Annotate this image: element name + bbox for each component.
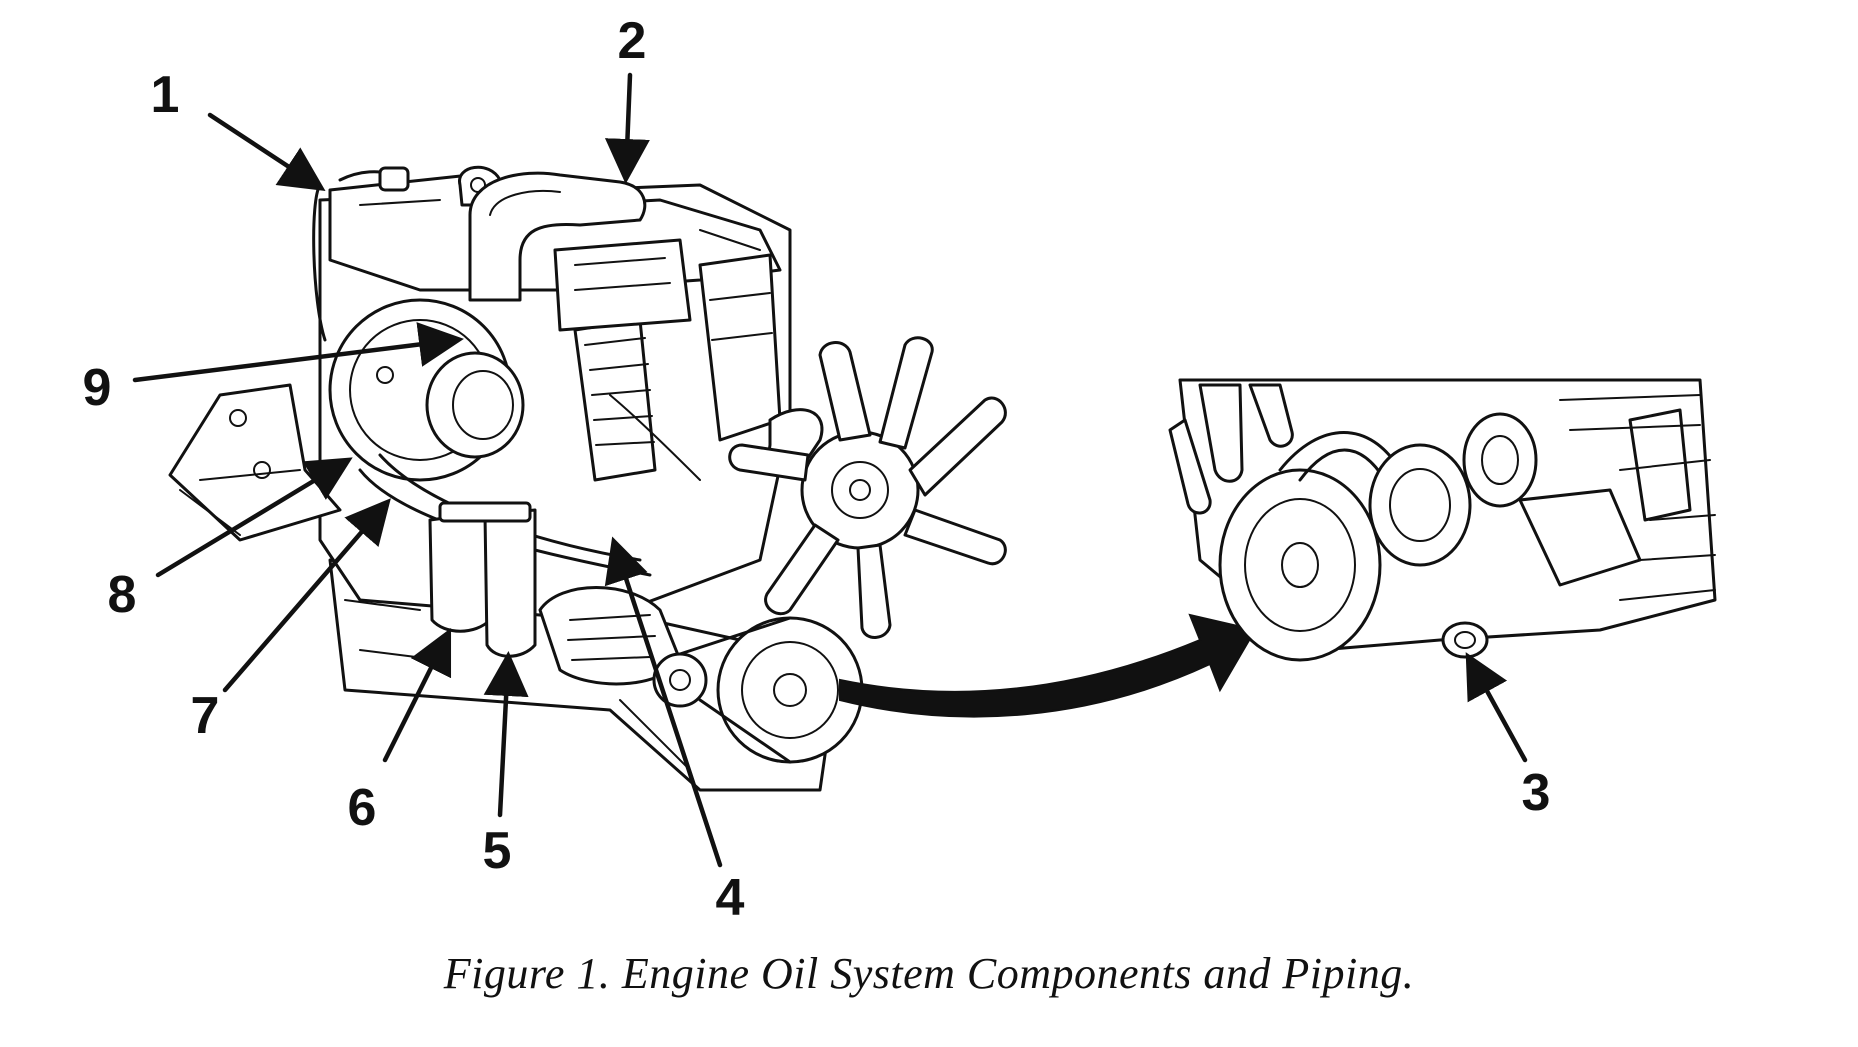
callout-2: 2: [618, 12, 647, 70]
leader-7: [222, 498, 391, 693]
callout-9: 9: [83, 359, 112, 417]
leader-8: [155, 457, 353, 578]
leader-9: [132, 322, 464, 383]
engine-main-view: [168, 165, 1007, 792]
callout-4: 4: [716, 869, 745, 927]
leader-5: [483, 651, 529, 818]
leader-1: [207, 112, 326, 191]
engine-detail-view: [1168, 378, 1717, 662]
fan-blades: [728, 336, 1007, 639]
callout-3: 3: [1522, 764, 1551, 822]
callout-5: 5: [483, 822, 512, 880]
callout-leaders: [132, 72, 1528, 868]
leader-2: [604, 72, 650, 184]
callout-1: 1: [151, 66, 180, 124]
callout-6: 6: [348, 779, 377, 837]
figure-caption: Figure 1. Engine Oil System Components a…: [443, 949, 1415, 998]
leader-4: [604, 536, 723, 868]
callout-labels: 1 2 3 4 5 6 7 8 9: [83, 12, 1551, 927]
leader-6: [382, 627, 452, 763]
leader-3: [1465, 652, 1528, 763]
callout-7: 7: [191, 687, 220, 745]
callout-8: 8: [108, 566, 137, 624]
detail-arrow: [839, 613, 1257, 718]
